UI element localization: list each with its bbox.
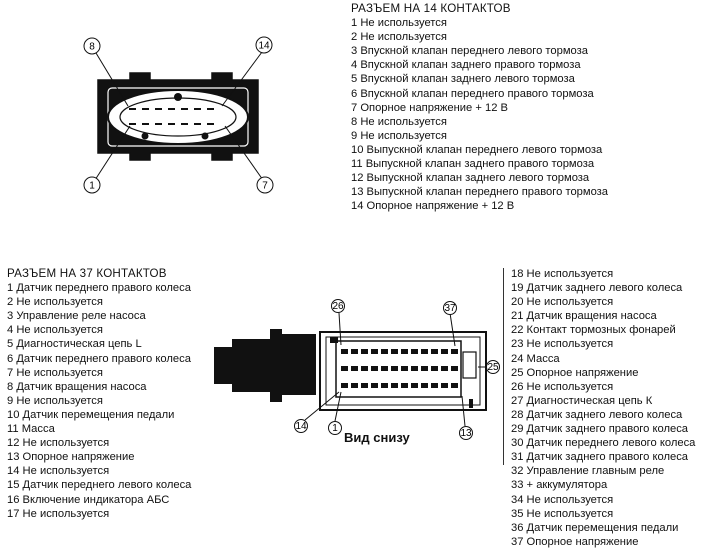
legend-item: 12 Выпускной клапан заднего левого тормо… xyxy=(351,172,590,185)
legend-item: 3 Впускной клапан переднего левого тормо… xyxy=(351,45,589,58)
connector-37-stem xyxy=(214,329,316,402)
legend-item: 26 Не используется xyxy=(511,380,614,393)
legend-item: 37 Опорное напряжение xyxy=(511,535,639,548)
connector-37-drawing: 26 37 25 14 1 13 xyxy=(214,299,500,440)
callout-37-pin-f: 13 xyxy=(460,428,472,439)
callout-37-pin-b: 37 xyxy=(444,303,456,314)
legend-item: 19 Датчик заднего левого колеса xyxy=(511,282,683,295)
legend-item: 14 Не используется xyxy=(7,465,110,478)
legend-item: 5 Диагностическая цепь L xyxy=(7,338,142,351)
legend-item: 14 Опорное напряжение + 12 В xyxy=(351,200,515,213)
legend-item: 10 Датчик перемещения педали xyxy=(7,408,175,421)
legend-item: 2 Не используется xyxy=(351,31,447,44)
callout-37-pin-e: 1 xyxy=(332,423,338,434)
callout-37-pin-c: 25 xyxy=(487,362,499,373)
connector-37-pins xyxy=(341,349,458,388)
legend-item: 17 Не используется xyxy=(7,507,110,520)
legend-item: 34 Не используется xyxy=(511,493,614,506)
legend-item: 31 Датчик заднего правого колеса xyxy=(511,451,689,464)
legend-item: 1 Не используется xyxy=(351,17,447,30)
legend-item: 35 Не используется xyxy=(511,507,614,520)
legend-item: 28 Датчик заднего левого колеса xyxy=(511,408,683,421)
legend-item: 7 Опорное напряжение + 12 В xyxy=(351,101,508,114)
connector-37-legend-left: РАЗЪЕМ НА 37 КОНТАКТОВ 1 Датчик переднег… xyxy=(7,267,191,521)
legend-item: 13 Опорное напряжение xyxy=(7,451,135,464)
connector-37-legend-right: 18 Не используется 19 Датчик заднего лев… xyxy=(511,267,695,549)
connector-14-title: РАЗЪЕМ НА 14 КОНТАКТОВ xyxy=(351,2,511,15)
callout-14-pin-b: 14 xyxy=(258,41,270,52)
legend-item: 3 Управление реле насоса xyxy=(7,310,146,323)
legend-item: 11 Выпускной клапан заднего правого торм… xyxy=(351,158,595,171)
connector-14-drawing: 8 14 1 7 xyxy=(83,36,274,194)
callout-37-pin-a: 26 xyxy=(332,301,344,312)
callout-14-pin-c: 1 xyxy=(89,181,95,192)
view-label: Вид снизу xyxy=(344,430,410,445)
legend-item: 6 Впускной клапан переднего правого торм… xyxy=(351,87,594,100)
legend-item: 18 Не используется xyxy=(511,268,614,280)
callout-14-pin-a: 8 xyxy=(89,42,95,53)
legend-item: 32 Управление главным реле xyxy=(511,465,665,478)
legend-item: 29 Датчик заднего правого колеса xyxy=(511,423,689,436)
legend-item: 6 Датчик переднего правого колеса xyxy=(7,352,191,365)
legend-item: 33 + аккумулятора xyxy=(511,479,608,492)
legend-item: 7 Не используется xyxy=(7,366,103,379)
legend-item: 10 Выпускной клапан переднего левого тор… xyxy=(351,143,603,156)
legend-item: 16 Включение индикатора АБС xyxy=(7,493,170,506)
legend-item: 5 Впускной клапан заднего левого тормоза xyxy=(351,73,575,86)
legend-item: 23 Не используется xyxy=(511,338,614,351)
legend-item: 27 Диагностическая цепь К xyxy=(511,394,653,407)
legend-item: 25 Опорное напряжение xyxy=(511,366,639,379)
legend-item: 36 Датчик перемещения педали xyxy=(511,521,679,534)
legend-item: 1 Датчик переднего правого колеса xyxy=(7,282,191,295)
callout-37-pin-d: 14 xyxy=(295,421,307,432)
callout-14-pin-d: 7 xyxy=(262,181,268,192)
legend-item: 9 Не используется xyxy=(7,394,103,407)
legend-item: 8 Датчик вращения насоса xyxy=(7,380,147,393)
legend-item: 15 Датчик переднего левого колеса xyxy=(7,479,192,492)
column-divider xyxy=(503,268,504,465)
legend-item: 12 Не используется xyxy=(7,437,110,450)
legend-item: 21 Датчик вращения насоса xyxy=(511,310,657,323)
connector-14-face xyxy=(107,89,249,145)
legend-item: 8 Не используется xyxy=(351,115,447,128)
connector-14-legend: РАЗЪЕМ НА 14 КОНТАКТОВ 1 Не используется… xyxy=(351,2,608,213)
legend-item: 30 Датчик переднего левого колеса xyxy=(511,437,696,450)
legend-item: 24 Масса xyxy=(511,352,560,365)
legend-item: 11 Масса xyxy=(7,423,55,436)
connector-37-title: РАЗЪЕМ НА 37 КОНТАКТОВ xyxy=(7,267,167,280)
legend-item: 2 Не используется xyxy=(7,296,103,309)
legend-item: 4 Не используется xyxy=(7,324,103,337)
legend-item: 9 Не используется xyxy=(351,129,447,142)
legend-item: 4 Впускной клапан заднего правого тормоз… xyxy=(351,59,581,72)
legend-item: 20 Не используется xyxy=(511,296,614,309)
legend-item: 13 Выпускной клапан переднего правого то… xyxy=(351,186,609,199)
legend-item: 22 Контакт тормозных фонарей xyxy=(511,324,676,337)
